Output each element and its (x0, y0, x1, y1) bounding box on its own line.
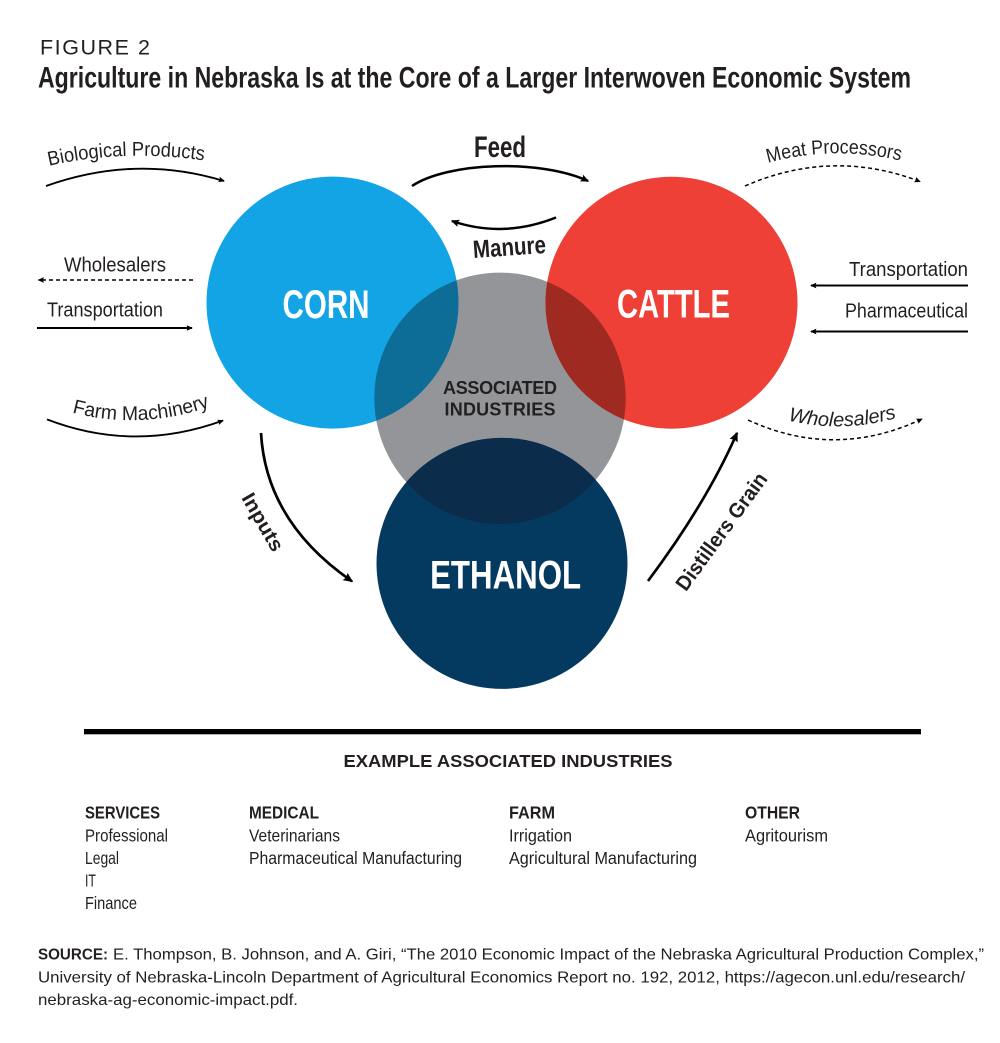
svg-text:EXAMPLE ASSOCIATED INDUSTRIES: EXAMPLE ASSOCIATED INDUSTRIES (344, 751, 673, 771)
svg-text:SOURCE:: SOURCE: (38, 947, 108, 964)
svg-text:University of Nebraska-Lincoln: University of Nebraska-Lincoln Departmen… (38, 970, 966, 987)
svg-text:Professional: Professional (85, 826, 168, 846)
svg-text:IT: IT (85, 871, 96, 891)
svg-text:Transportation: Transportation (47, 300, 163, 322)
svg-text:ETHANOL: ETHANOL (430, 554, 581, 598)
svg-text:Feed: Feed (474, 131, 526, 164)
svg-text:MEDICAL: MEDICAL (249, 803, 319, 823)
svg-text:Pharmaceutical Manufacturing: Pharmaceutical Manufacturing (249, 848, 462, 868)
svg-text:CATTLE: CATTLE (617, 283, 730, 327)
svg-text:Veterinarians: Veterinarians (249, 826, 340, 846)
svg-text:Agriculture in Nebraska Is at: Agriculture in Nebraska Is at the Core o… (38, 62, 911, 95)
svg-text:Transportation: Transportation (849, 259, 968, 281)
svg-text:Wholesalers: Wholesalers (64, 255, 166, 277)
svg-text:E. Thompson, B. Johnson, and A: E. Thompson, B. Johnson, and A. Giri, “T… (113, 947, 984, 964)
svg-text:INDUSTRIES: INDUSTRIES (445, 400, 556, 420)
svg-text:Agricultural Manufacturing: Agricultural Manufacturing (509, 848, 697, 868)
svg-text:Irrigation: Irrigation (509, 826, 572, 846)
svg-text:OTHER: OTHER (745, 803, 800, 823)
svg-text:Manure: Manure (472, 231, 547, 264)
svg-text:FIGURE 2: FIGURE 2 (40, 36, 152, 60)
svg-text:CORN: CORN (283, 283, 370, 327)
svg-text:Agritourism: Agritourism (745, 826, 828, 846)
svg-text:Pharmaceutical: Pharmaceutical (845, 301, 968, 323)
svg-text:nebraska-ag-economic-impact.pd: nebraska-ag-economic-impact.pdf. (38, 992, 298, 1009)
svg-text:ASSOCIATED: ASSOCIATED (443, 378, 557, 398)
svg-text:FARM: FARM (509, 803, 555, 823)
svg-text:Legal: Legal (85, 848, 119, 868)
svg-text:SERVICES: SERVICES (85, 803, 160, 823)
svg-text:Finance: Finance (85, 893, 137, 913)
